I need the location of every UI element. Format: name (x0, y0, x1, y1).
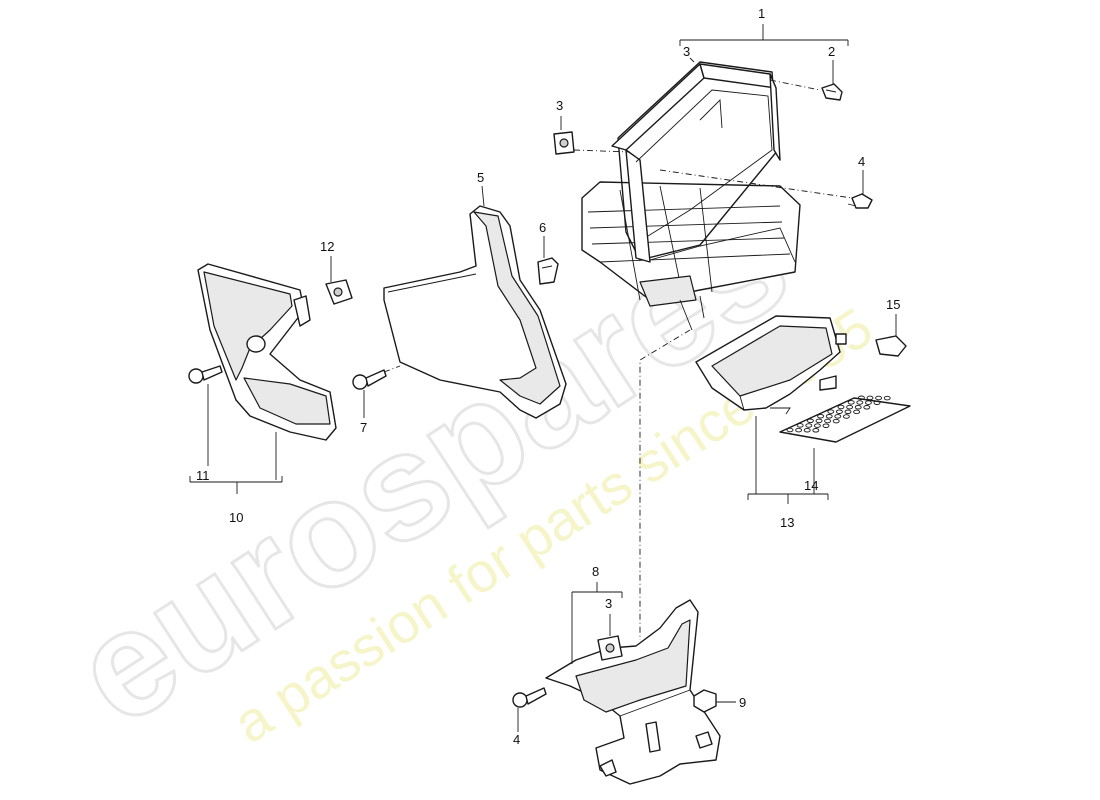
mat-dot (803, 427, 811, 433)
callout-15: 15 (886, 297, 900, 312)
nut-part-9 (693, 689, 717, 713)
mat-dot (796, 423, 804, 428)
mat-dot (873, 400, 881, 405)
mat-dot (866, 395, 874, 401)
speed-nut-part-3 (553, 131, 575, 155)
callout-5: 5 (477, 170, 484, 185)
mat-dot-grid (786, 395, 891, 433)
mat-dot (847, 400, 855, 405)
callout-12: 12 (320, 239, 334, 254)
mat-dot (864, 400, 872, 405)
mat-dot (853, 409, 861, 415)
callout-7: 7 (360, 420, 367, 435)
callout-6: 6 (539, 220, 546, 235)
mat-dot (856, 400, 864, 405)
main-frame-assembly (581, 61, 801, 331)
callout-3-bottom: 3 (605, 596, 612, 611)
callout-9: 9 (739, 695, 746, 710)
mat-dot (863, 405, 871, 410)
screw-part-4-bottom (512, 687, 547, 708)
callout-11: 11 (196, 468, 210, 483)
mat-dot (817, 413, 825, 419)
mat-dot (805, 423, 813, 428)
mat-dot (846, 404, 854, 410)
callout-4-right: 4 (858, 154, 865, 169)
callout-2: 2 (828, 44, 835, 59)
speed-nut-part-3-bottom (597, 635, 623, 661)
leader-lines (189, 24, 897, 732)
side-panel-part-10 (197, 263, 337, 441)
screw-part-11 (188, 365, 223, 384)
mat-dot (835, 409, 843, 414)
callout-3-left: 3 (556, 98, 563, 113)
mat-dot (842, 414, 850, 419)
callout-8: 8 (592, 564, 599, 579)
mat-dot (825, 414, 833, 419)
mat-dot (786, 427, 794, 433)
nut-part-12 (325, 279, 353, 305)
mat-dot (834, 414, 842, 419)
mat-dot (812, 428, 820, 433)
mat-dot (832, 418, 840, 424)
screw-part-7 (352, 369, 387, 390)
callout-13: 13 (780, 515, 794, 530)
mat-dot (883, 395, 891, 401)
mat-dot (815, 418, 823, 424)
bolt-part-15 (875, 335, 907, 357)
callout-3-top: 3 (683, 44, 690, 59)
mat-dot (806, 418, 814, 424)
mat-dot (854, 404, 862, 410)
mat-dot (844, 409, 852, 415)
callout-10: 10 (229, 510, 243, 525)
mat-part-14 (779, 395, 911, 443)
clip-part-2 (821, 83, 843, 101)
mat-dot (827, 409, 835, 414)
clip-part-6 (537, 257, 559, 285)
callout-labels: 1 3 2 3 4 5 6 12 15 7 11 14 10 13 8 3 9 … (196, 6, 900, 747)
mat-dot (813, 423, 821, 428)
bracket-part-8 (545, 599, 721, 785)
callout-4-bottom: 4 (513, 732, 520, 747)
mat-dot (824, 418, 832, 424)
tray-part-13 (695, 315, 847, 415)
mat-dot (795, 427, 803, 433)
mat-dot (857, 395, 865, 401)
mat-dot (837, 404, 845, 410)
trim-panel-part-5 (383, 205, 567, 419)
callout-14: 14 (804, 478, 818, 493)
callout-1: 1 (758, 6, 765, 21)
mat-dot (875, 395, 883, 401)
mat-dot (822, 423, 830, 428)
screw-part-4-right (847, 193, 873, 209)
